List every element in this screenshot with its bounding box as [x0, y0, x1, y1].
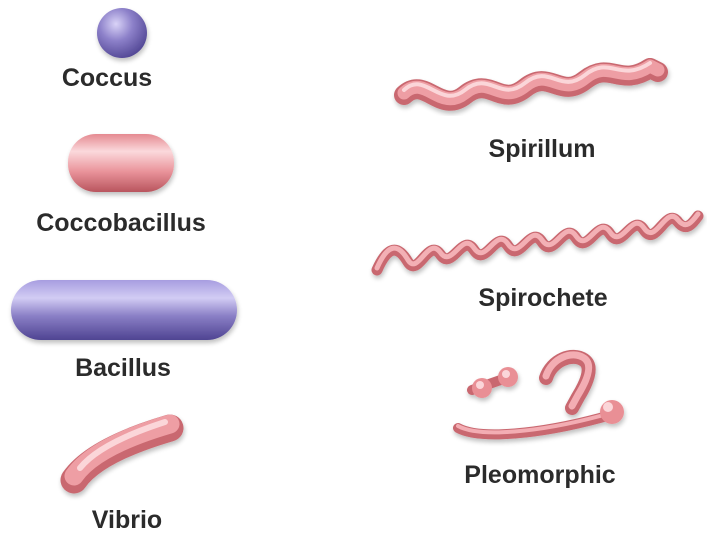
label-bacillus: Bacillus [75, 356, 171, 381]
label-spirochete: Spirochete [478, 286, 607, 311]
pleomorphic-shape [458, 355, 624, 434]
label-coccobacillus: Coccobacillus [36, 211, 206, 236]
bacillus-shape [11, 280, 237, 340]
label-vibrio: Vibrio [92, 508, 162, 533]
label-coccus: Coccus [62, 66, 152, 91]
label-spirillum: Spirillum [489, 137, 596, 162]
coccus-shape [97, 8, 147, 58]
coccobacillus-shape [68, 134, 174, 192]
spirillum-shape [404, 63, 658, 101]
spirochete-shape [377, 214, 698, 270]
label-pleomorphic: Pleomorphic [464, 463, 615, 488]
vibrio-shape [74, 422, 170, 480]
